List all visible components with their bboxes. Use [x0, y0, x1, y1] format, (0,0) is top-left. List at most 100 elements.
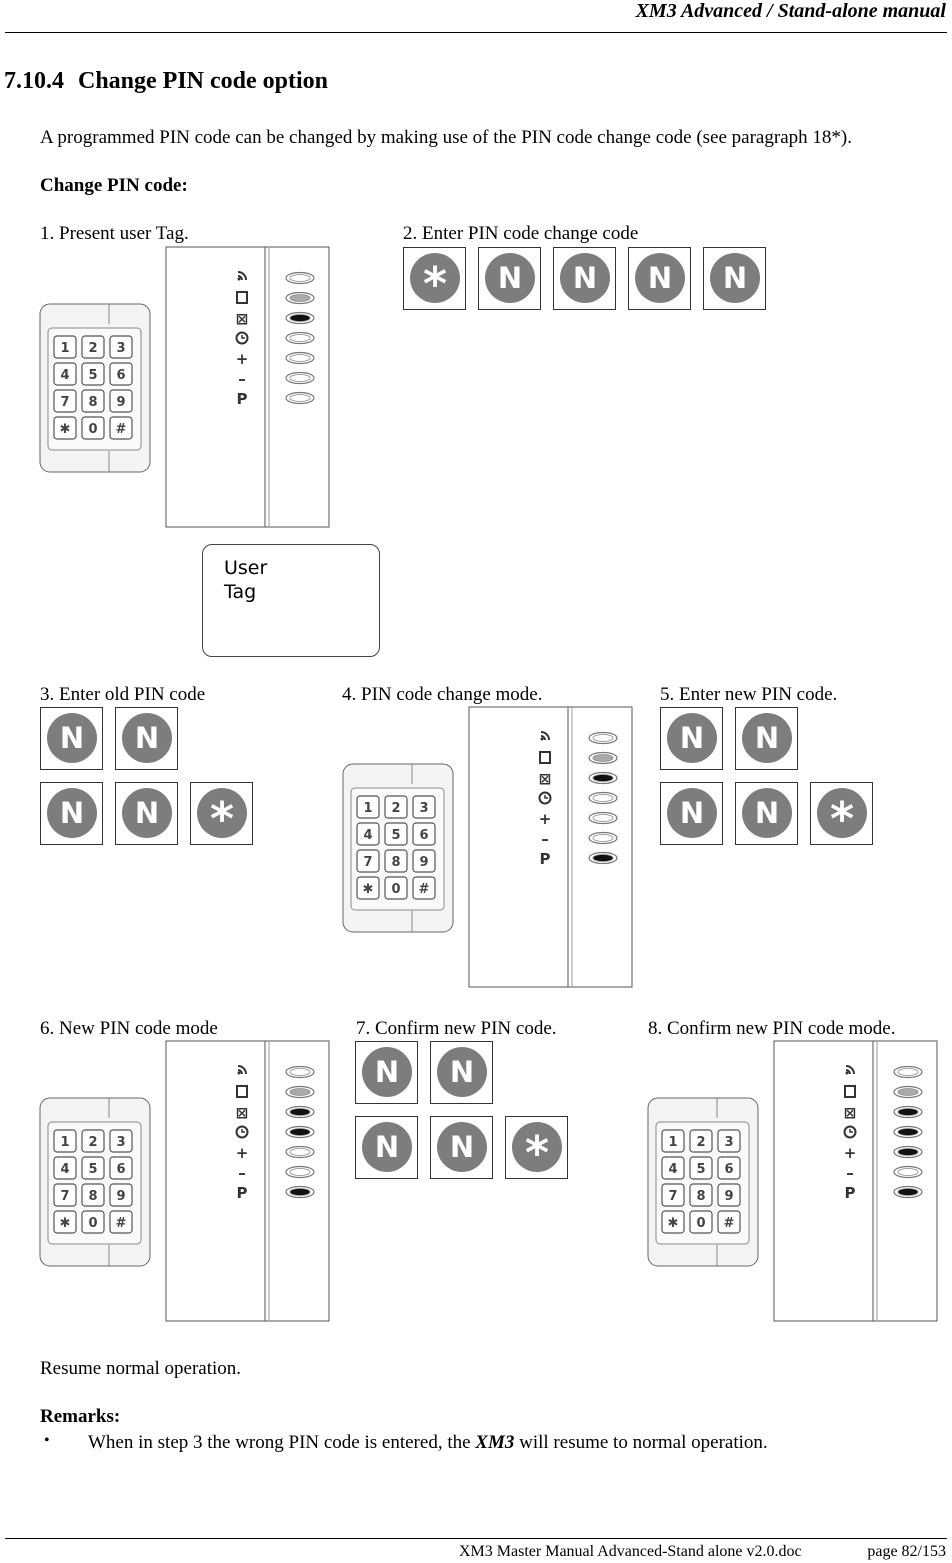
led-on [897, 1148, 919, 1156]
keypad-key [81, 416, 105, 440]
footer-rule [5, 1538, 947, 1539]
led-off [592, 794, 614, 802]
p-icon: P [540, 850, 551, 868]
keypad-key-label: 9 [116, 1189, 125, 1204]
keypad-key-label: 3 [116, 1135, 125, 1150]
keypad-key-label: 7 [668, 1189, 677, 1204]
key-symbol: N [122, 788, 172, 838]
n-key: N [735, 782, 798, 845]
key-symbol: N [437, 1122, 487, 1172]
plus-icon: + [236, 1144, 249, 1162]
clock-icon [235, 1125, 249, 1139]
keypad-key-label: 8 [88, 1189, 97, 1204]
keypad-key-label: 1 [668, 1135, 677, 1150]
led-on [289, 1128, 311, 1136]
door-icon [236, 291, 248, 304]
remarks-bullet: • [44, 1432, 50, 1449]
keypad-key [53, 1129, 77, 1153]
keypad-key [109, 335, 133, 359]
led-off [289, 374, 311, 382]
keypad-key-label: 8 [696, 1189, 705, 1204]
keypad-key-label: 9 [419, 855, 428, 870]
key-symbol: * [512, 1122, 562, 1180]
n-key: N [553, 247, 616, 310]
p-icon: P [237, 1184, 248, 1202]
keypad-key [717, 1129, 741, 1153]
step-6-label: 6. New PIN code mode [40, 1018, 218, 1039]
led-on [289, 1188, 311, 1196]
keypad-key [356, 849, 380, 873]
step-5-label: 5. Enter new PIN code. [660, 684, 838, 705]
rfid-icon [237, 1065, 247, 1075]
led-on [897, 1128, 919, 1136]
keypad-key-label: 2 [88, 341, 97, 356]
led-on [289, 314, 311, 322]
relay-icon: ⊠ [236, 1104, 249, 1122]
keypad-key-label: 4 [60, 1162, 69, 1177]
keypad-key [81, 389, 105, 413]
rfid-icon [540, 731, 550, 741]
key-symbol: N [560, 253, 610, 303]
keypad-key-label: ✱ [60, 1216, 71, 1231]
key-symbol: N [362, 1047, 412, 1097]
panel-body [468, 706, 633, 988]
key-symbol: N [667, 788, 717, 838]
keypad-key-label: # [116, 1216, 127, 1231]
clock-icon [538, 791, 552, 805]
minus-icon: – [238, 1164, 246, 1182]
relay-icon: ⊠ [539, 770, 552, 788]
intro-paragraph: A programmed PIN code can be changed by … [40, 127, 852, 148]
keypad-key [384, 822, 408, 846]
led-off [897, 1068, 919, 1076]
led-off [289, 1168, 311, 1176]
keypad-key-label: 8 [88, 395, 97, 410]
keypad-key-label: ✱ [668, 1216, 679, 1231]
indicator-panel: ⊠ + – P [165, 1040, 330, 1322]
keypad-key [53, 362, 77, 386]
key-symbol: * [817, 788, 867, 846]
keypad-key [53, 335, 77, 359]
step-1-label: 1. Present user Tag. [40, 223, 189, 244]
led-dim [897, 1088, 919, 1096]
keypad-key-label: 6 [724, 1162, 733, 1177]
keypad-key [81, 1129, 105, 1153]
keypad-key [53, 389, 77, 413]
keypad-key-label: 6 [116, 1162, 125, 1177]
keypad-key-label: ✱ [363, 882, 374, 897]
keypad-key [661, 1183, 685, 1207]
keypad-key-label: 7 [60, 1189, 69, 1204]
remarks-item: When in step 3 the wrong PIN code is ent… [88, 1432, 768, 1454]
keypad-key [356, 822, 380, 846]
n-key: N [430, 1041, 493, 1104]
keypad-key-label: 6 [116, 368, 125, 383]
step-7-label: 7. Confirm new PIN code. [356, 1018, 557, 1039]
keypad-key-label: 9 [724, 1189, 733, 1204]
led-on [592, 854, 614, 862]
clock-hands [241, 335, 245, 339]
keypad-key-label: 1 [60, 1135, 69, 1150]
keypad-key [689, 1129, 713, 1153]
p-icon: P [845, 1184, 856, 1202]
n-key: N [430, 1116, 493, 1179]
keypad-key [412, 849, 436, 873]
n-key: N [735, 707, 798, 770]
keypad-key [81, 1183, 105, 1207]
p-icon: P [237, 390, 248, 408]
keypad-key [384, 876, 408, 900]
n-key: N [355, 1041, 418, 1104]
led-off [289, 334, 311, 342]
keypad-key-label: 2 [696, 1135, 705, 1150]
keypad-key [81, 1156, 105, 1180]
clock-icon [843, 1125, 857, 1139]
plus-icon: + [844, 1144, 857, 1162]
keypad-key [81, 335, 105, 359]
keypad-key [356, 876, 380, 900]
keypad-key-label: 5 [88, 1162, 97, 1177]
n-key: N [478, 247, 541, 310]
clock-hands [849, 1129, 853, 1133]
keypad-key-label: # [724, 1216, 735, 1231]
